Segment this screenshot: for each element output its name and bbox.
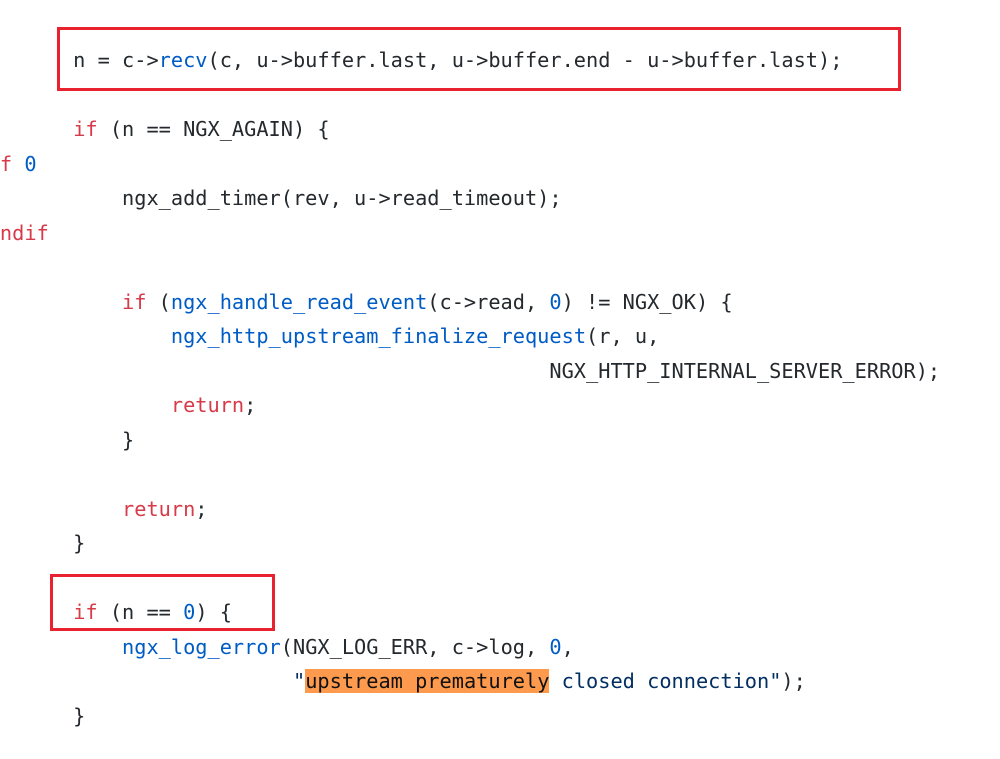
code-token: #if xyxy=(0,151,13,176)
code-token xyxy=(0,669,293,693)
code-token: (c->read, xyxy=(427,289,550,314)
code-token: ); xyxy=(781,669,806,693)
code-token: } xyxy=(73,703,86,728)
code-token xyxy=(0,324,171,348)
code-line: n = c->recv(c, u->buffer.last, u->buffer… xyxy=(0,43,842,77)
code-token xyxy=(0,497,122,521)
code-line: ngx_log_error(NGX_LOG_ERR, c->log, 0, xyxy=(0,630,574,664)
code-token: recv xyxy=(158,48,208,72)
code-token: ngx_log_error xyxy=(122,634,281,659)
code-line: if (n == 0) { xyxy=(0,595,232,629)
code-line: #if 0 xyxy=(0,147,37,181)
code-token: return xyxy=(170,393,245,417)
code-token: 0 xyxy=(549,289,562,314)
code-token: ) { xyxy=(195,600,232,624)
code-token: ) != NGX_OK) { xyxy=(561,289,733,314)
code-token: if xyxy=(122,289,147,314)
code-token: ngx_handle_read_event xyxy=(170,289,428,314)
code-line: } xyxy=(0,423,134,457)
code-token: (c, u->buffer.last, u->buffer.end - u->b… xyxy=(207,48,843,72)
code-token: NGX_HTTP_INTERNAL_SERVER_ERROR); xyxy=(0,358,941,383)
code-line: if (n == NGX_AGAIN) { xyxy=(0,112,330,146)
code-token: (n == NGX_AGAIN) { xyxy=(97,117,330,141)
code-line: if (ngx_handle_read_event(c->read, 0) !=… xyxy=(0,285,733,319)
code-token: } xyxy=(122,427,135,452)
code-line: #endif xyxy=(0,216,49,250)
code-line: } xyxy=(0,699,85,733)
code-token: " xyxy=(292,669,306,693)
code-token: 0 xyxy=(24,151,37,176)
code-token xyxy=(0,635,122,659)
code-line: return; xyxy=(0,492,208,526)
code-line: ngx_http_upstream_finalize_request(r, u, xyxy=(0,319,659,353)
annotation-box-n-equals-zero xyxy=(50,574,275,631)
code-token: (n == xyxy=(97,600,184,624)
code-token: 0 xyxy=(183,600,196,624)
annotation-box-recv xyxy=(57,27,901,91)
code-line: "upstream prematurely closed connection"… xyxy=(0,664,806,698)
code-token: ngx_http_upstream_finalize_request xyxy=(170,324,587,348)
code-token: #endif xyxy=(0,220,49,245)
code-token: ( xyxy=(146,289,171,314)
code-line: return; xyxy=(0,388,256,422)
search-highlight: upstream prematurely xyxy=(305,669,550,693)
code-token: if xyxy=(73,117,98,141)
code-line: NGX_HTTP_INTERNAL_SERVER_ERROR); xyxy=(0,354,940,388)
code-token: , xyxy=(561,634,574,659)
code-line: ngx_add_timer(rev, u->read_timeout); xyxy=(0,181,562,215)
code-token xyxy=(0,393,171,417)
code-token: return xyxy=(122,496,196,521)
code-token xyxy=(0,117,73,141)
code-token: (NGX_LOG_ERR, c->log, xyxy=(280,634,550,659)
code-token: ; xyxy=(195,496,208,521)
code-token: } xyxy=(73,531,86,555)
code-token: n = c-> xyxy=(73,48,159,72)
code-token: (r, u, xyxy=(586,324,660,348)
code-token: closed connection" xyxy=(549,669,782,693)
code-token xyxy=(0,290,122,314)
code-token: if xyxy=(73,600,98,624)
code-token: ngx_add_timer(rev, u->read_timeout); xyxy=(0,186,562,210)
code-token: ; xyxy=(244,393,257,417)
code-line: } xyxy=(0,526,85,560)
code-token: 0 xyxy=(549,634,562,659)
